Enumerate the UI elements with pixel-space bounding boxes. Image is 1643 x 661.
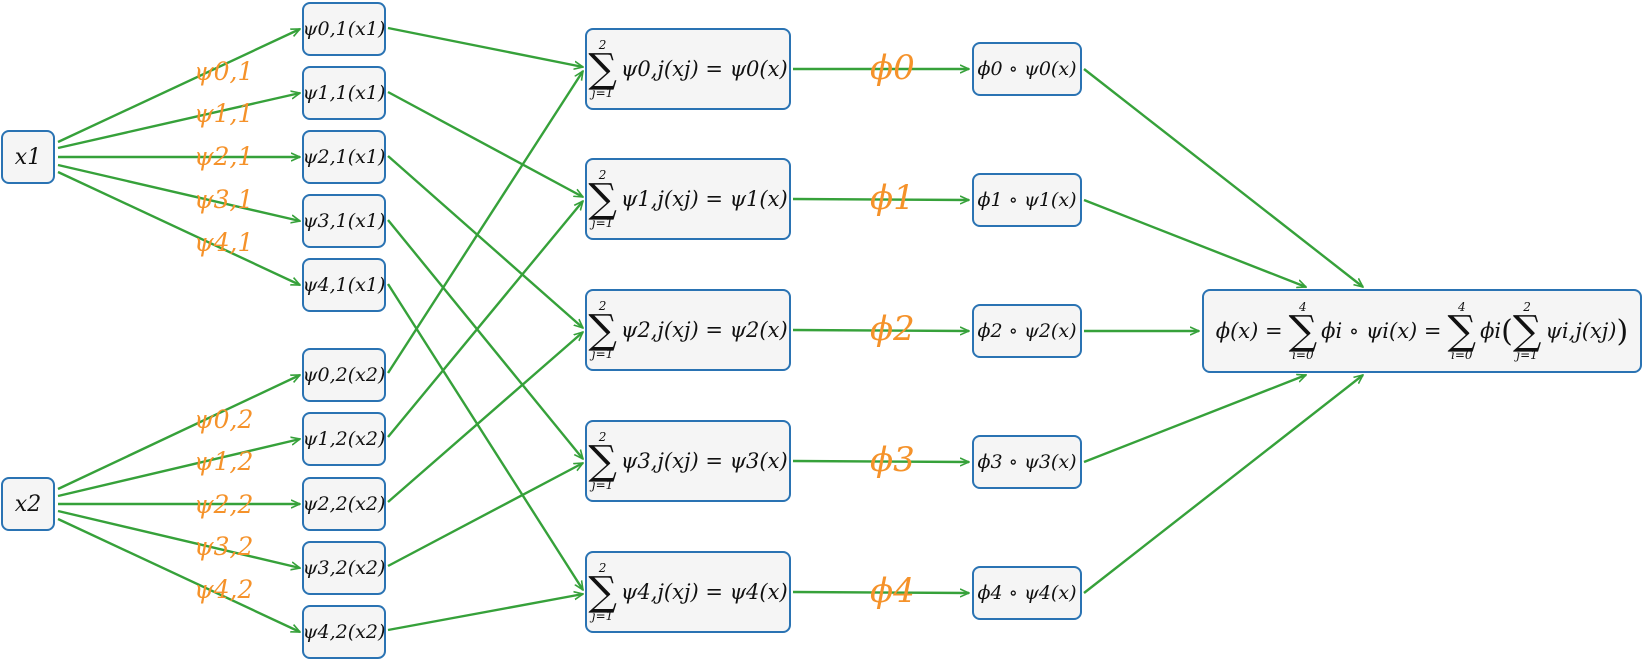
edge-comp-to-output-4: [1083, 375, 1363, 594]
psi-edge-label: ψ3,2: [194, 532, 253, 561]
paren-open: (: [1501, 313, 1513, 349]
comp-node-2: ϕ2 ∘ ψ2(x): [972, 304, 1082, 358]
sum-node-4: 2∑j=1 ψ4,j(xj) = ψ4(x): [585, 551, 791, 633]
edge-psi1-to-sum-3: [387, 219, 583, 459]
sum-symbol: 2∑j=1: [1512, 300, 1542, 362]
sum-term: ψ0,j(xj) = ψ0(x): [620, 57, 788, 81]
psi-node-2-2: ψ2,2(x2): [302, 477, 386, 531]
phi-edge-label: ϕ0: [870, 48, 915, 88]
psi-edge-label: ψ4,2: [194, 575, 253, 604]
sum-symbol: 2∑j=1: [588, 561, 617, 623]
psi-node-4-1: ψ4,1(x1): [302, 258, 386, 312]
psi-node-3-2: ψ3,2(x2): [302, 541, 386, 595]
edge-psi2-to-sum-0: [386, 71, 583, 374]
edge-sum-to-comp-1: [792, 199, 969, 200]
psi-edge-label: ψ1,2: [194, 447, 253, 476]
psi-edge-label: ψ4,1: [194, 228, 253, 257]
psi-edge-label: ψ2,2: [194, 490, 253, 519]
psi-node-3-1: ψ3,1(x1): [302, 194, 386, 248]
sum-symbol: 2∑j=1: [588, 168, 617, 230]
output-lhs: ϕ(x) =: [1215, 319, 1283, 343]
edge-labels: ψ0,1 ψ1,1 ψ2,1 ψ3,1 ψ4,1 ψ0,2 ψ1,2 ψ2,2 ψ3,2 ψ4,2…: [194, 48, 915, 611]
sum-symbol: 2∑j=1: [588, 299, 617, 361]
paren-close: ): [1616, 313, 1629, 349]
sum-node-3: 2∑j=1 ψ3,j(xj) = ψ3(x): [585, 420, 791, 502]
sum-term: ψ2,j(xj) = ψ2(x): [620, 318, 788, 342]
edge-x2-to-psi-3: [57, 509, 300, 568]
psi-node-0-1: ψ0,1(x1): [302, 2, 386, 56]
edge-x2-to-psi-1: [57, 439, 300, 498]
psi-node-2-1: ψ2,1(x1): [302, 130, 386, 184]
output-term-3: ψi,j(xj): [1545, 319, 1617, 343]
edge-psi1-to-sum-1: [387, 90, 583, 199]
edge-x2-to-psi-0: [57, 373, 300, 491]
phi-edge-label: ϕ4: [870, 571, 915, 611]
psi-edge-label: ψ0,1: [194, 57, 253, 86]
edge-psi1-to-sum-4: [386, 283, 583, 590]
input-node-x1: x1: [1, 130, 55, 184]
phi-edge-label: ϕ2: [870, 309, 915, 349]
sum-term: ψ4,j(xj) = ψ4(x): [620, 580, 788, 604]
comp-node-4: ϕ4 ∘ ψ4(x): [972, 566, 1082, 620]
sum-symbol: 2∑j=1: [588, 38, 617, 100]
phi-edge-label: ϕ1: [870, 178, 915, 218]
edge-psi2-to-sum-2: [387, 332, 583, 503]
psi-edge-label: ψ0,2: [194, 405, 253, 434]
sum-node-1: 2∑j=1 ψ1,j(xj) = ψ1(x): [585, 158, 791, 240]
edge-psi2-to-sum-1: [387, 201, 583, 438]
edge-sum-to-comp-3: [792, 461, 969, 462]
psi-edge-label: ψ2,1: [194, 142, 253, 171]
edge-psi2-to-sum-3: [387, 461, 583, 568]
output-node: ϕ(x) = 4∑i=0 ϕi ∘ ψi(x) = 4∑i=0 ϕi ( 2∑j…: [1202, 289, 1642, 373]
edge-comp-to-output-1: [1083, 198, 1306, 287]
sum-symbol: 4∑i=0: [1447, 300, 1477, 362]
edge-sum-to-comp-2: [792, 330, 969, 331]
output-term-1: ϕi ∘ ψi(x) =: [1321, 319, 1442, 343]
edges: [57, 26, 1363, 634]
edge-psi1-to-sum-0: [387, 26, 583, 67]
edge-x1-to-psi-4: [57, 170, 300, 287]
edge-sum-to-comp-4: [792, 592, 969, 593]
sum-node-0: 2∑j=1 ψ0,j(xj) = ψ0(x): [585, 28, 791, 110]
psi-node-1-2: ψ1,2(x2): [302, 412, 386, 466]
sum-symbol: 2∑j=1: [588, 430, 617, 492]
sum-symbol: 4∑i=0: [1288, 300, 1318, 362]
output-term-2: ϕi: [1480, 319, 1502, 343]
comp-node-3: ϕ3 ∘ ψ3(x): [972, 435, 1082, 489]
psi-node-1-1: ψ1,1(x1): [302, 66, 386, 120]
input-node-x2: x2: [1, 477, 55, 531]
psi-edge-label: ψ1,1: [194, 99, 253, 128]
edge-x1-to-psi-1: [57, 93, 300, 150]
edge-x1-to-psi-3: [57, 163, 300, 221]
psi-edge-label: ψ3,1: [194, 185, 253, 214]
comp-node-1: ϕ1 ∘ ψ1(x): [972, 173, 1082, 227]
sum-term: ψ1,j(xj) = ψ1(x): [620, 187, 788, 211]
edge-comp-to-output-0: [1083, 68, 1363, 287]
edge-x1-to-psi-0: [57, 27, 300, 144]
edge-comp-to-output-3: [1083, 375, 1306, 464]
sum-node-2: 2∑j=1 ψ2,j(xj) = ψ2(x): [585, 289, 791, 371]
edge-psi2-to-sum-4: [387, 594, 583, 632]
sum-term: ψ3,j(xj) = ψ3(x): [620, 449, 788, 473]
edge-psi1-to-sum-2: [387, 155, 583, 328]
psi-node-4-2: ψ4,2(x2): [302, 605, 386, 659]
edge-x2-to-psi-4: [57, 517, 300, 634]
comp-node-0: ϕ0 ∘ ψ0(x): [972, 42, 1082, 96]
psi-node-0-2: ψ0,2(x2): [302, 348, 386, 402]
phi-edge-label: ϕ3: [870, 440, 915, 480]
